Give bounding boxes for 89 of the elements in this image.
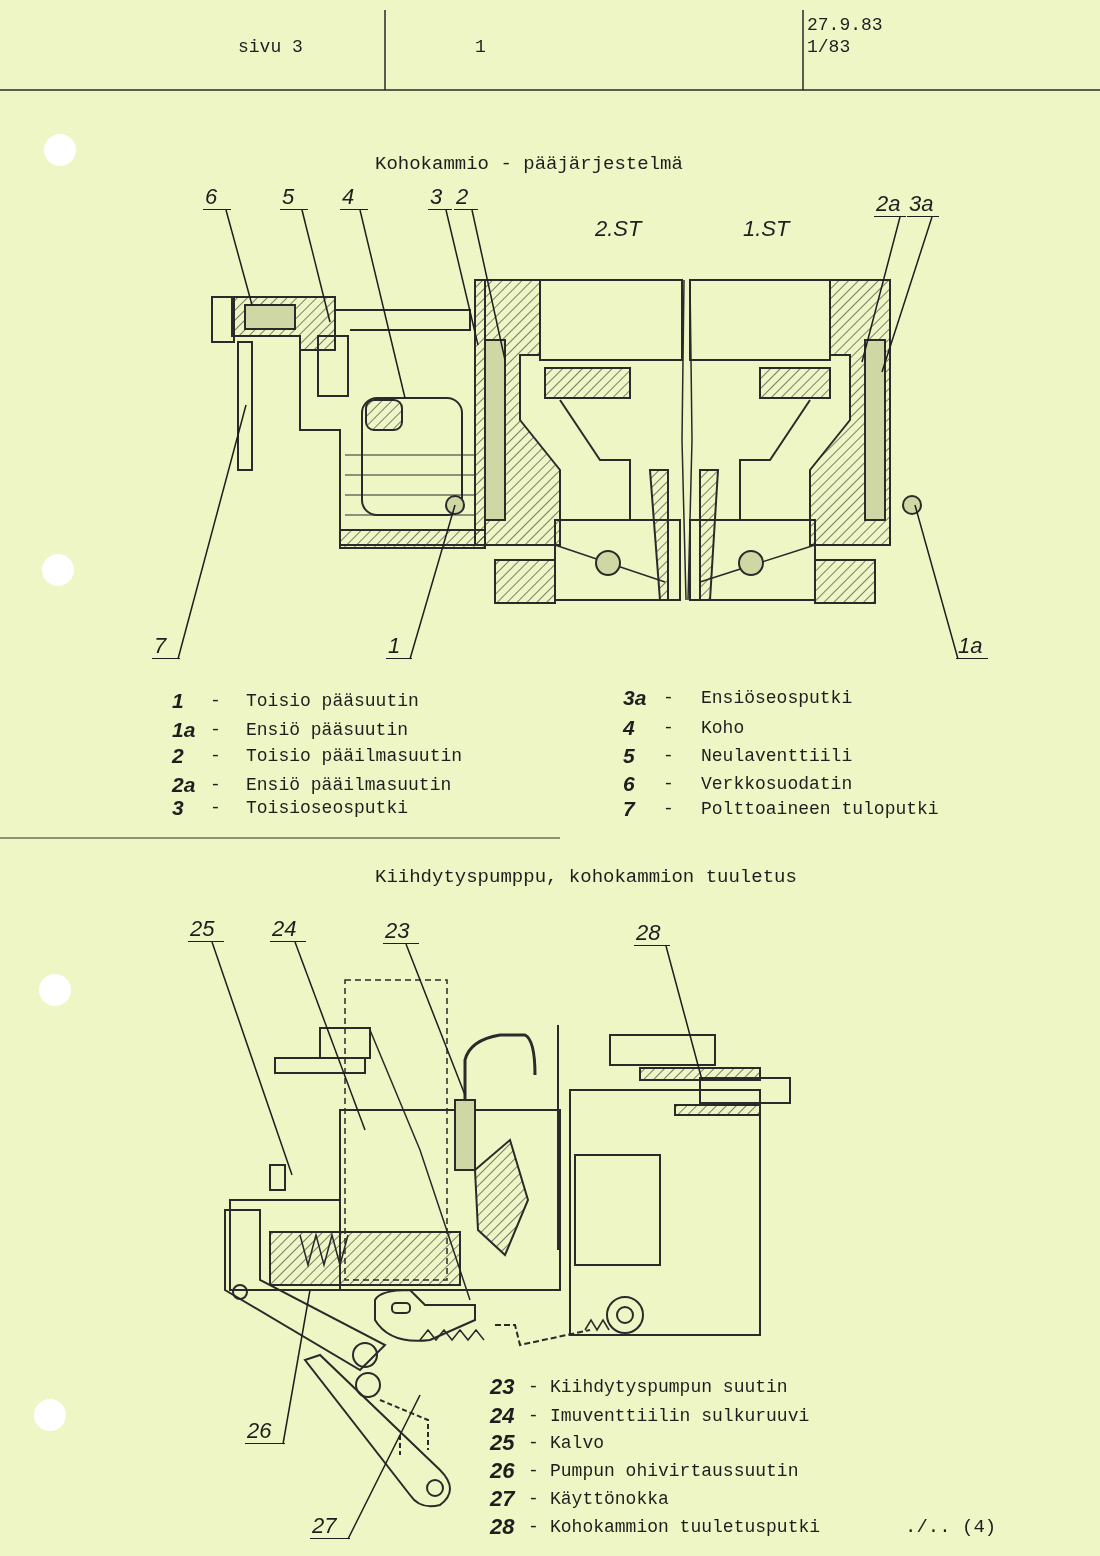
key-number-large: 28 bbox=[490, 1516, 515, 1538]
page-number: sivu 3 bbox=[238, 36, 303, 58]
callout-number: 24 bbox=[270, 918, 306, 942]
callout-number: 3a bbox=[907, 193, 939, 217]
part-name: Verkkosuodatin bbox=[701, 773, 853, 795]
part-name: Koho bbox=[701, 717, 745, 739]
key-dash: - bbox=[528, 1405, 539, 1427]
callout-number: 23 bbox=[383, 920, 419, 944]
key-number: 2a bbox=[172, 774, 196, 796]
callout-number: 2a bbox=[874, 193, 906, 217]
key-dash: - bbox=[210, 690, 221, 712]
throat-label: 1.ST bbox=[743, 218, 790, 240]
key-dash: - bbox=[210, 745, 221, 767]
part-name: Kohokammion tuuletusputki bbox=[550, 1516, 821, 1538]
key-number: 4 bbox=[623, 717, 635, 739]
callout-number: 6 bbox=[203, 186, 231, 210]
section-heading: Kiihdytyspumppu, kohokammion tuuletus bbox=[375, 866, 797, 888]
part-name: Toisio pääsuutin bbox=[246, 690, 419, 712]
leader-line bbox=[881, 216, 933, 373]
part-name: Imuventtiilin sulkuruuvi bbox=[550, 1405, 810, 1427]
key-dash: - bbox=[528, 1432, 539, 1454]
part-name: Ensiö pääilmasuutin bbox=[246, 774, 452, 796]
leader-line bbox=[861, 216, 901, 363]
callout-number: 3 bbox=[428, 186, 452, 210]
callout-number: 27 bbox=[310, 1515, 350, 1539]
callout-number: 1 bbox=[386, 635, 412, 659]
key-dash: - bbox=[528, 1460, 539, 1482]
leader-line bbox=[471, 209, 506, 361]
callout-number: 28 bbox=[634, 922, 670, 946]
key-dash: - bbox=[663, 798, 674, 820]
leader-line bbox=[405, 943, 466, 1096]
part-name: Pumpun ohivirtaussuutin bbox=[550, 1460, 799, 1482]
leader-line bbox=[445, 209, 479, 346]
key-dash: - bbox=[663, 773, 674, 795]
key-number-large: 23 bbox=[490, 1376, 515, 1398]
date-text: 27.9.83 bbox=[807, 14, 883, 36]
key-dash: - bbox=[528, 1488, 539, 1510]
key-number-large: 24 bbox=[490, 1405, 515, 1427]
leader-line bbox=[177, 404, 247, 660]
part-name: Toisio pääilmasuutin bbox=[246, 745, 463, 767]
part-name: Toisioseosputki bbox=[246, 797, 409, 819]
key-number: 7 bbox=[623, 798, 635, 820]
callout-number: 7 bbox=[152, 635, 180, 659]
leader-line bbox=[211, 941, 293, 1176]
key-number-large: 27 bbox=[490, 1488, 515, 1510]
leader-line bbox=[294, 941, 366, 1131]
callout-number: 1a bbox=[956, 635, 988, 659]
key-number: 3 bbox=[172, 797, 184, 819]
key-number: 2 bbox=[172, 745, 184, 767]
part-name: Ensiöseosputki bbox=[701, 687, 853, 709]
key-number: 1 bbox=[172, 690, 184, 712]
key-number-large: 25 bbox=[490, 1432, 515, 1454]
leader-line bbox=[347, 1394, 421, 1540]
key-dash: - bbox=[210, 797, 221, 819]
part-name: Käyttönokka bbox=[550, 1488, 669, 1510]
leader-line bbox=[665, 945, 703, 1081]
key-number-large: 26 bbox=[490, 1460, 515, 1482]
leader-line bbox=[282, 1289, 311, 1445]
throat-label: 2.ST bbox=[595, 218, 642, 240]
key-dash: - bbox=[210, 774, 221, 796]
section-heading: Kohokammio - pääjärjestelmä bbox=[375, 152, 683, 177]
leader-line bbox=[359, 209, 406, 399]
part-name: Kalvo bbox=[550, 1432, 604, 1454]
header-text: 1 bbox=[475, 36, 486, 58]
part-name: Polttoaineen tuloputki bbox=[701, 798, 939, 820]
key-dash: - bbox=[663, 717, 674, 739]
callout-number: 25 bbox=[188, 918, 224, 942]
key-number: 1a bbox=[172, 719, 196, 741]
part-name: Neulaventtiili bbox=[701, 745, 853, 767]
key-dash: - bbox=[528, 1376, 539, 1398]
key-dash: - bbox=[663, 687, 674, 709]
page-continuation: ./.. (4) bbox=[905, 1516, 997, 1538]
callout-number: 5 bbox=[280, 186, 308, 210]
header-text: 1/83 bbox=[807, 36, 851, 58]
leader-line bbox=[914, 504, 959, 660]
callout-number: 2 bbox=[454, 186, 478, 210]
key-number: 3a bbox=[623, 687, 647, 709]
part-name: Ensiö pääsuutin bbox=[246, 719, 409, 741]
callout-number: 4 bbox=[340, 186, 368, 210]
key-dash: - bbox=[663, 745, 674, 767]
leader-line bbox=[225, 209, 253, 306]
key-number: 6 bbox=[623, 773, 635, 795]
callout-number: 26 bbox=[245, 1420, 285, 1444]
leader-line bbox=[409, 504, 456, 660]
key-dash: - bbox=[210, 719, 221, 741]
key-dash: - bbox=[528, 1516, 539, 1538]
key-number: 5 bbox=[623, 745, 635, 767]
leader-line bbox=[301, 209, 331, 323]
part-name: Kiihdytyspumpun suutin bbox=[550, 1376, 788, 1398]
